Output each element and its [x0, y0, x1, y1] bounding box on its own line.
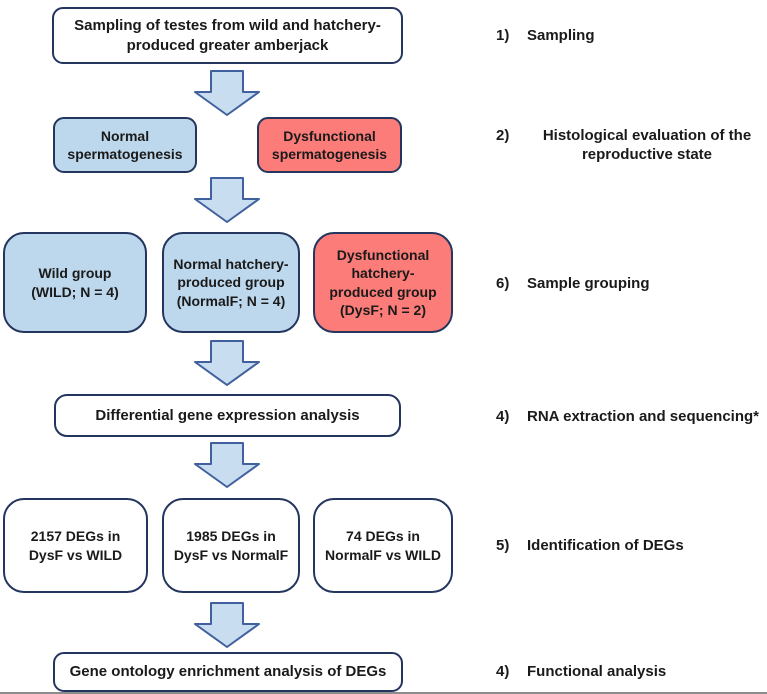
step-number: 4) — [496, 663, 510, 680]
box-wild-group-label: Wild group (WILD; N = 4) — [31, 265, 119, 300]
step-text: RNA extraction and sequencing* — [527, 408, 759, 425]
step-number: 5) — [496, 537, 510, 554]
step-number: 4) — [496, 408, 510, 425]
step-number: 1) — [496, 27, 510, 44]
box-normal-spermatogenesis: Normal spermatogenesis — [53, 117, 197, 173]
box-dysf-group-label: Dysfunctional hatchery-produced group (D… — [329, 246, 437, 318]
step-number: 6) — [496, 275, 510, 292]
box-degs-normalf-vs-wild-label: 74 DEGs in NormalF vs WILD — [325, 528, 441, 563]
box-degs-dysf-vs-wild-label: 2157 DEGs in DysF vs WILD — [28, 528, 123, 563]
step-label-functional-analysis: 4) Functional analysis — [496, 662, 666, 681]
box-degs-dysf-vs-normalf-label: 1985 DEGs in DysF vs NormalF — [173, 528, 289, 563]
step-label-sampling: 1) Sampling — [496, 26, 595, 45]
down-arrow-icon — [194, 70, 260, 116]
box-degs-dysf-vs-normalf: 1985 DEGs in DysF vs NormalF — [162, 498, 300, 593]
step-text: Sampling — [527, 27, 595, 44]
step-text: Identification of DEGs — [527, 537, 684, 554]
box-normalf-group: Normal hatchery-produced group (NormalF;… — [162, 232, 300, 333]
step-label-rna-extraction: 4) RNA extraction and sequencing* — [496, 407, 759, 426]
down-arrow-icon — [194, 177, 260, 223]
box-degs-dysf-vs-wild: 2157 DEGs in DysF vs WILD — [3, 498, 148, 593]
step-text: Histological evaluation of the reproduct… — [542, 127, 752, 163]
step-label-identification-degs: 5) Identification of DEGs — [496, 536, 684, 555]
box-degs-normalf-vs-wild: 74 DEGs in NormalF vs WILD — [313, 498, 453, 593]
box-dysfunctional-spermatogenesis: Dysfunctional spermatogenesis — [257, 117, 402, 173]
box-dge-analysis-label: Differential gene expression analysis — [95, 406, 360, 424]
box-dge-analysis: Differential gene expression analysis — [54, 394, 401, 437]
step-text: Sample grouping — [527, 275, 650, 292]
step-text: Functional analysis — [527, 663, 667, 680]
box-wild-group: Wild group (WILD; N = 4) — [3, 232, 147, 333]
step-label-sample-grouping: 6) Sample grouping — [496, 274, 650, 293]
box-go-analysis: Gene ontology enrichment analysis of DEG… — [53, 652, 403, 692]
box-go-analysis-label: Gene ontology enrichment analysis of DEG… — [69, 663, 387, 681]
box-dysf-group: Dysfunctional hatchery-produced group (D… — [313, 232, 453, 333]
box-dysfunctional-spermatogenesis-label: Dysfunctional spermatogenesis — [271, 127, 388, 162]
step-label-histological-evaluation: 2) Histological evaluation of the reprod… — [496, 126, 767, 164]
box-sampling: Sampling of testes from wild and hatcher… — [52, 7, 403, 64]
box-normalf-group-label: Normal hatchery-produced group (NormalF;… — [173, 255, 289, 309]
box-normal-spermatogenesis-label: Normal spermatogenesis — [67, 127, 183, 162]
step-number: 2) — [496, 127, 510, 144]
down-arrow-icon — [194, 340, 260, 386]
box-sampling-label: Sampling of testes from wild and hatcher… — [74, 16, 381, 54]
down-arrow-icon — [194, 442, 260, 488]
figure-bottom-divider — [0, 692, 767, 694]
down-arrow-icon — [194, 602, 260, 648]
